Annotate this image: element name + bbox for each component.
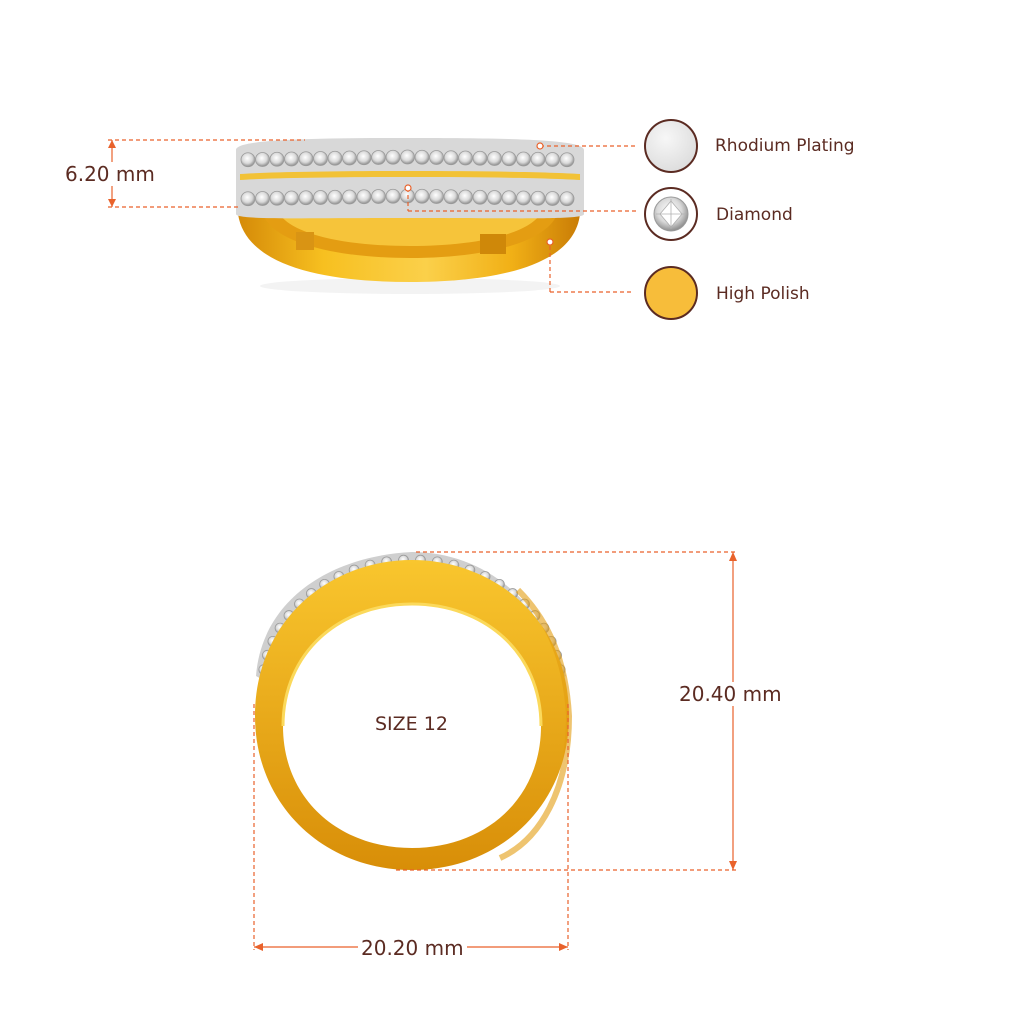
diamond-stone [400, 149, 415, 165]
diamond-stone [458, 150, 473, 166]
diamond-stone [298, 190, 314, 206]
ring-side-view [236, 138, 584, 294]
ring-front-view [255, 552, 573, 870]
diamond-stone [559, 152, 575, 168]
diamond-stone [429, 189, 444, 204]
diamond-stone [255, 191, 270, 206]
diamond-stone [487, 151, 502, 166]
diamond-stone [240, 191, 256, 207]
diamond-stone [429, 150, 444, 165]
diamond-stone [385, 149, 401, 165]
diamond-stone [255, 152, 270, 167]
high-polish-swatch [644, 266, 698, 320]
dimension-arrows [108, 140, 737, 951]
ring-width-dimension-label: 20.20 mm [358, 936, 467, 960]
diamond-stone [530, 151, 546, 167]
diamond-stone [284, 151, 299, 167]
diamond-stone [516, 190, 531, 206]
legend-label-diamond: Diamond [716, 205, 793, 225]
diamond-stone [313, 151, 328, 166]
ring-height-dimension-label: 20.40 mm [676, 682, 785, 706]
diamond-stone [240, 152, 256, 168]
diamond-stone [327, 189, 343, 205]
diamond-stone [371, 150, 386, 165]
legend-swatches [644, 119, 698, 320]
diamond-stone [559, 191, 575, 207]
diamond-stone [516, 151, 531, 167]
diamond-stone [284, 190, 299, 206]
diamond-stone [414, 149, 430, 165]
legend-label-high-polish: High Polish [716, 284, 810, 304]
diamond-stone [530, 190, 546, 206]
diamond-stone [443, 150, 459, 166]
diamond-stone [472, 150, 488, 166]
diamond-stone [327, 150, 343, 166]
diamond-stone [458, 189, 473, 205]
diamond-stone [371, 189, 386, 204]
height-dimension-label: 6.20 mm [62, 162, 158, 186]
diamond-stone [342, 189, 357, 205]
leader-markers [404, 142, 554, 246]
rhodium-swatch [644, 119, 698, 173]
diamond-stone [487, 190, 502, 205]
diamond-stone [385, 188, 401, 204]
diamond-stone [545, 191, 560, 206]
legend-label-rhodium-plating: Rhodium Plating [715, 136, 855, 156]
diamond-stone [269, 151, 285, 167]
diamond-stone [443, 189, 459, 205]
diamond-stone [414, 188, 430, 204]
diamond-stone [313, 190, 328, 205]
diamond-stone [545, 152, 560, 167]
diamond-stone [342, 150, 357, 166]
diamond-stone [356, 189, 372, 205]
diamond-stone [501, 151, 517, 167]
diamond-stone [298, 151, 314, 167]
diamond-stone [356, 150, 372, 166]
diamond-stone [472, 189, 488, 205]
ring-size-label: SIZE 12 [375, 713, 448, 735]
diamond-swatch [644, 187, 698, 241]
dimension-lines [108, 139, 736, 950]
diamond-stone [269, 190, 285, 206]
diamond-stone [501, 190, 517, 206]
